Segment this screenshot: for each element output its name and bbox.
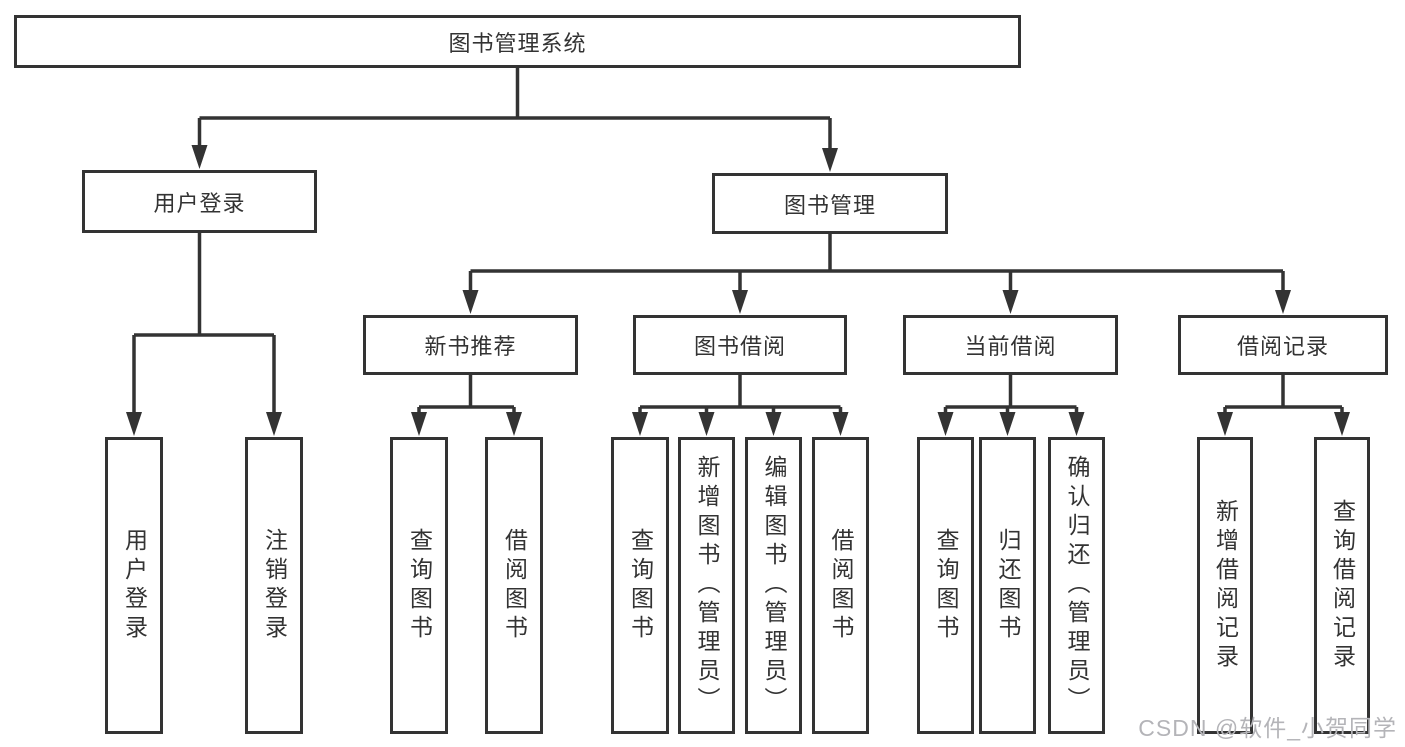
node-label: 归还图书 [995,527,1021,644]
node-label: 注销登录 [261,527,288,644]
node-label: 查询图书 [406,527,433,644]
node-label: 查询借阅记录 [1329,498,1356,673]
node-label: 编辑图书（管理员） [761,455,787,716]
node-current-query-books: 查询图书 [917,437,974,734]
node-label: 图书管理 [783,192,876,218]
node-label: 查询图书 [933,527,959,644]
node-label: 新增借阅记录 [1212,498,1239,673]
csdn-watermark: CSDN @软件_小贺同学 [1138,715,1397,741]
node-label: 用户登录 [153,190,246,216]
node-label: 借阅图书 [828,527,854,644]
node-newbook-borrow-books: 借阅图书 [485,437,543,734]
node-library-system: 图书管理系统 [14,15,1021,68]
node-records-add-borrow-record: 新增借阅记录 [1197,437,1253,734]
node-logout-action: 注销登录 [245,437,303,734]
node-borrowing-add-books-admin: 新增图书（管理员） [678,437,735,734]
node-user-login: 用户登录 [82,170,317,233]
node-label: 图书管理系统 [448,30,587,56]
node-borrowing-query-books: 查询图书 [611,437,669,734]
node-borrowing-borrow-books: 借阅图书 [812,437,869,734]
node-label: 当前借阅 [964,334,1057,359]
node-label: 确认归还（管理员） [1064,455,1090,716]
node-label: 借阅记录 [1236,334,1329,359]
node-records-query-borrow-record: 查询借阅记录 [1314,437,1370,734]
node-book-borrowing: 图书借阅 [633,315,847,375]
node-label: 新书推荐 [424,334,517,359]
node-current-return-books: 归还图书 [979,437,1036,734]
node-current-borrowing: 当前借阅 [903,315,1118,375]
node-label: 借阅图书 [501,527,528,644]
node-current-confirm-return-admin: 确认归还（管理员） [1048,437,1105,734]
connector-arrowheads [126,145,1350,436]
node-label: 用户登录 [121,527,148,644]
node-borrowing-records: 借阅记录 [1178,315,1388,375]
node-new-book-recommend: 新书推荐 [363,315,578,375]
node-label: 图书借阅 [693,334,786,359]
node-borrowing-edit-books-admin: 编辑图书（管理员） [745,437,802,734]
node-user-login-action: 用户登录 [105,437,163,734]
node-newbook-query-books: 查询图书 [390,437,448,734]
node-label: 新增图书（管理员） [694,455,720,716]
node-book-management: 图书管理 [712,173,948,234]
node-label: 查询图书 [627,527,654,644]
